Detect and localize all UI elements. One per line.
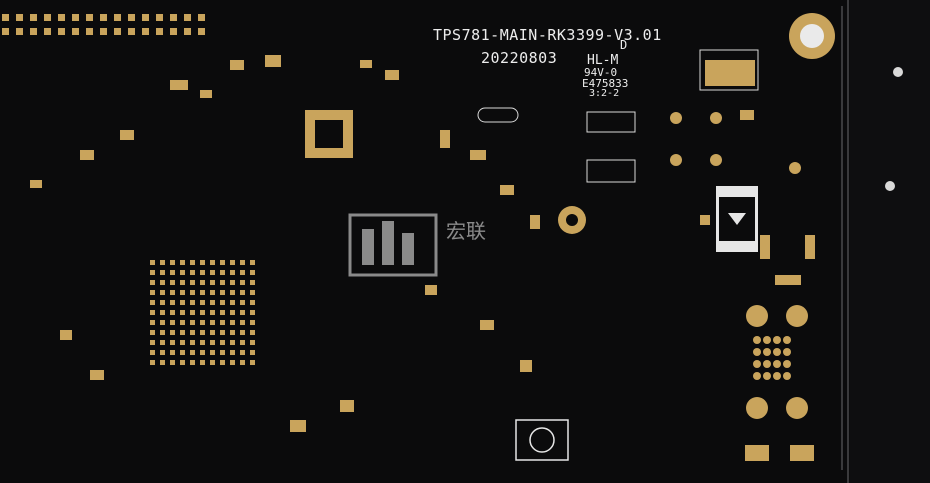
bga-grid <box>150 260 255 365</box>
watermark-text: 宏联 <box>446 219 486 243</box>
marking-letter: D <box>620 38 628 52</box>
passives <box>30 55 815 461</box>
marking-bottom: 3:2-2 <box>589 88 620 99</box>
marking-code: E475833 <box>582 77 629 90</box>
board-title-silkscreen: TPS781-MAIN-RK3399-V3.01 <box>433 26 662 44</box>
watermark-logo-icon <box>348 213 438 277</box>
marking-rating: 94V-0 <box>584 66 618 79</box>
board-date-silkscreen: 20220803 <box>481 49 558 67</box>
header-pins <box>2 14 205 35</box>
marking-hl: HL-M <box>587 53 619 68</box>
